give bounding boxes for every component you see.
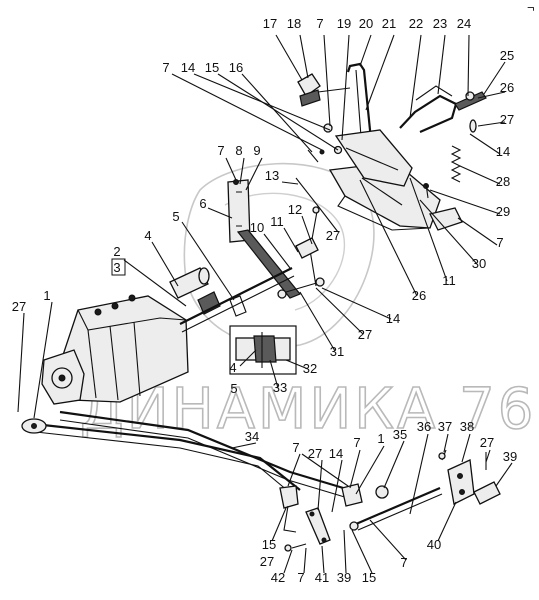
- callout-c16: 16: [229, 60, 243, 75]
- callout-c36: 36: [417, 419, 431, 434]
- callout-c7b: 7: [496, 235, 503, 250]
- control-lever-assembly: [297, 62, 487, 231]
- callout-c11b: 11: [270, 214, 284, 229]
- callout-c20: 20: [359, 16, 373, 31]
- callout-c12: 12: [288, 202, 302, 217]
- callout-c19: 19: [337, 16, 351, 31]
- callout-c31: 31: [330, 344, 344, 359]
- callout-c41: 41: [315, 570, 329, 585]
- callout-c29: 29: [496, 204, 510, 219]
- callout-c3: 3: [113, 260, 120, 275]
- callout-c7d: 7: [217, 143, 224, 158]
- callout-c37: 37: [438, 419, 452, 434]
- callout-c26a: 26: [500, 80, 514, 95]
- small-lever-41: [284, 507, 331, 552]
- callout-c26b: 26: [412, 288, 426, 303]
- callout-c28: 28: [496, 174, 510, 189]
- callout-c14c: 14: [181, 60, 195, 75]
- callout-c7a: 7: [316, 16, 323, 31]
- callout-c13: 13: [265, 168, 279, 183]
- leader-lines: [17, 34, 513, 574]
- callout-c10: 10: [250, 220, 264, 235]
- callout-c35: 35: [393, 427, 407, 442]
- callout-c1a: 1: [43, 288, 50, 303]
- callout-c27e: 27: [308, 446, 322, 461]
- callout-c30: 30: [472, 256, 486, 271]
- watermark-text: ДИНАМИКА 76: [80, 377, 536, 442]
- callout-c15c: 15: [362, 570, 376, 585]
- callout-c15a: 15: [205, 60, 219, 75]
- callout-c27f: 27: [480, 435, 494, 450]
- callout-c21: 21: [382, 16, 396, 31]
- callout-c7g: 7: [400, 555, 407, 570]
- callout-c5b: 5: [230, 381, 237, 396]
- callout-c4a: 4: [144, 228, 151, 243]
- callout-c7h: 7: [297, 570, 304, 585]
- callout-c23: 23: [433, 16, 447, 31]
- callout-c24: 24: [457, 16, 471, 31]
- callout-c14a: 14: [496, 144, 510, 159]
- callout-c27b: 27: [358, 327, 372, 342]
- callout-c22: 22: [409, 16, 423, 31]
- callout-c7e: 7: [292, 440, 299, 455]
- watermark-logo: [183, 162, 375, 348]
- callout-c4b: 4: [229, 360, 236, 375]
- callout-c25: 25: [500, 48, 514, 63]
- callout-c7f: 7: [353, 435, 360, 450]
- corner-mark: ¬: [527, 0, 535, 15]
- callout-c18: 18: [287, 16, 301, 31]
- callout-c40: 40: [427, 537, 441, 552]
- callout-c42: 42: [271, 570, 285, 585]
- detail-inset: [229, 325, 297, 375]
- callout-c27g: 27: [260, 554, 274, 569]
- callout-c14b: 14: [386, 311, 400, 326]
- fuel-pump-body: [41, 294, 189, 405]
- callout-c6: 6: [199, 196, 206, 211]
- callout-c8: 8: [235, 143, 242, 158]
- callout-c34: 34: [245, 429, 259, 444]
- callout-c5a: 5: [172, 209, 179, 224]
- callout-c39b: 39: [337, 570, 351, 585]
- callout-c27a: 27: [500, 112, 514, 127]
- callout-c1b: 1: [377, 431, 384, 446]
- pump-control-rod: [169, 267, 295, 333]
- callout-c38: 38: [460, 419, 474, 434]
- callout-c39a: 39: [503, 449, 517, 464]
- callout-c11a: 11: [442, 273, 456, 288]
- callout-c7c: 7: [162, 60, 169, 75]
- callout-c17a: 17: [263, 16, 277, 31]
- right-rod-36: [349, 449, 501, 531]
- callout-c27d: 27: [12, 299, 26, 314]
- callout-c9: 9: [253, 143, 260, 158]
- callout-c14d: 14: [329, 446, 343, 461]
- callout-c15b: 15: [262, 537, 276, 552]
- callout-c32: 32: [303, 361, 317, 376]
- callout-c27c: 27: [326, 228, 340, 243]
- callout-c2: 2: [113, 244, 120, 259]
- callout-c33: 33: [273, 380, 287, 395]
- label-3-box: [111, 258, 126, 276]
